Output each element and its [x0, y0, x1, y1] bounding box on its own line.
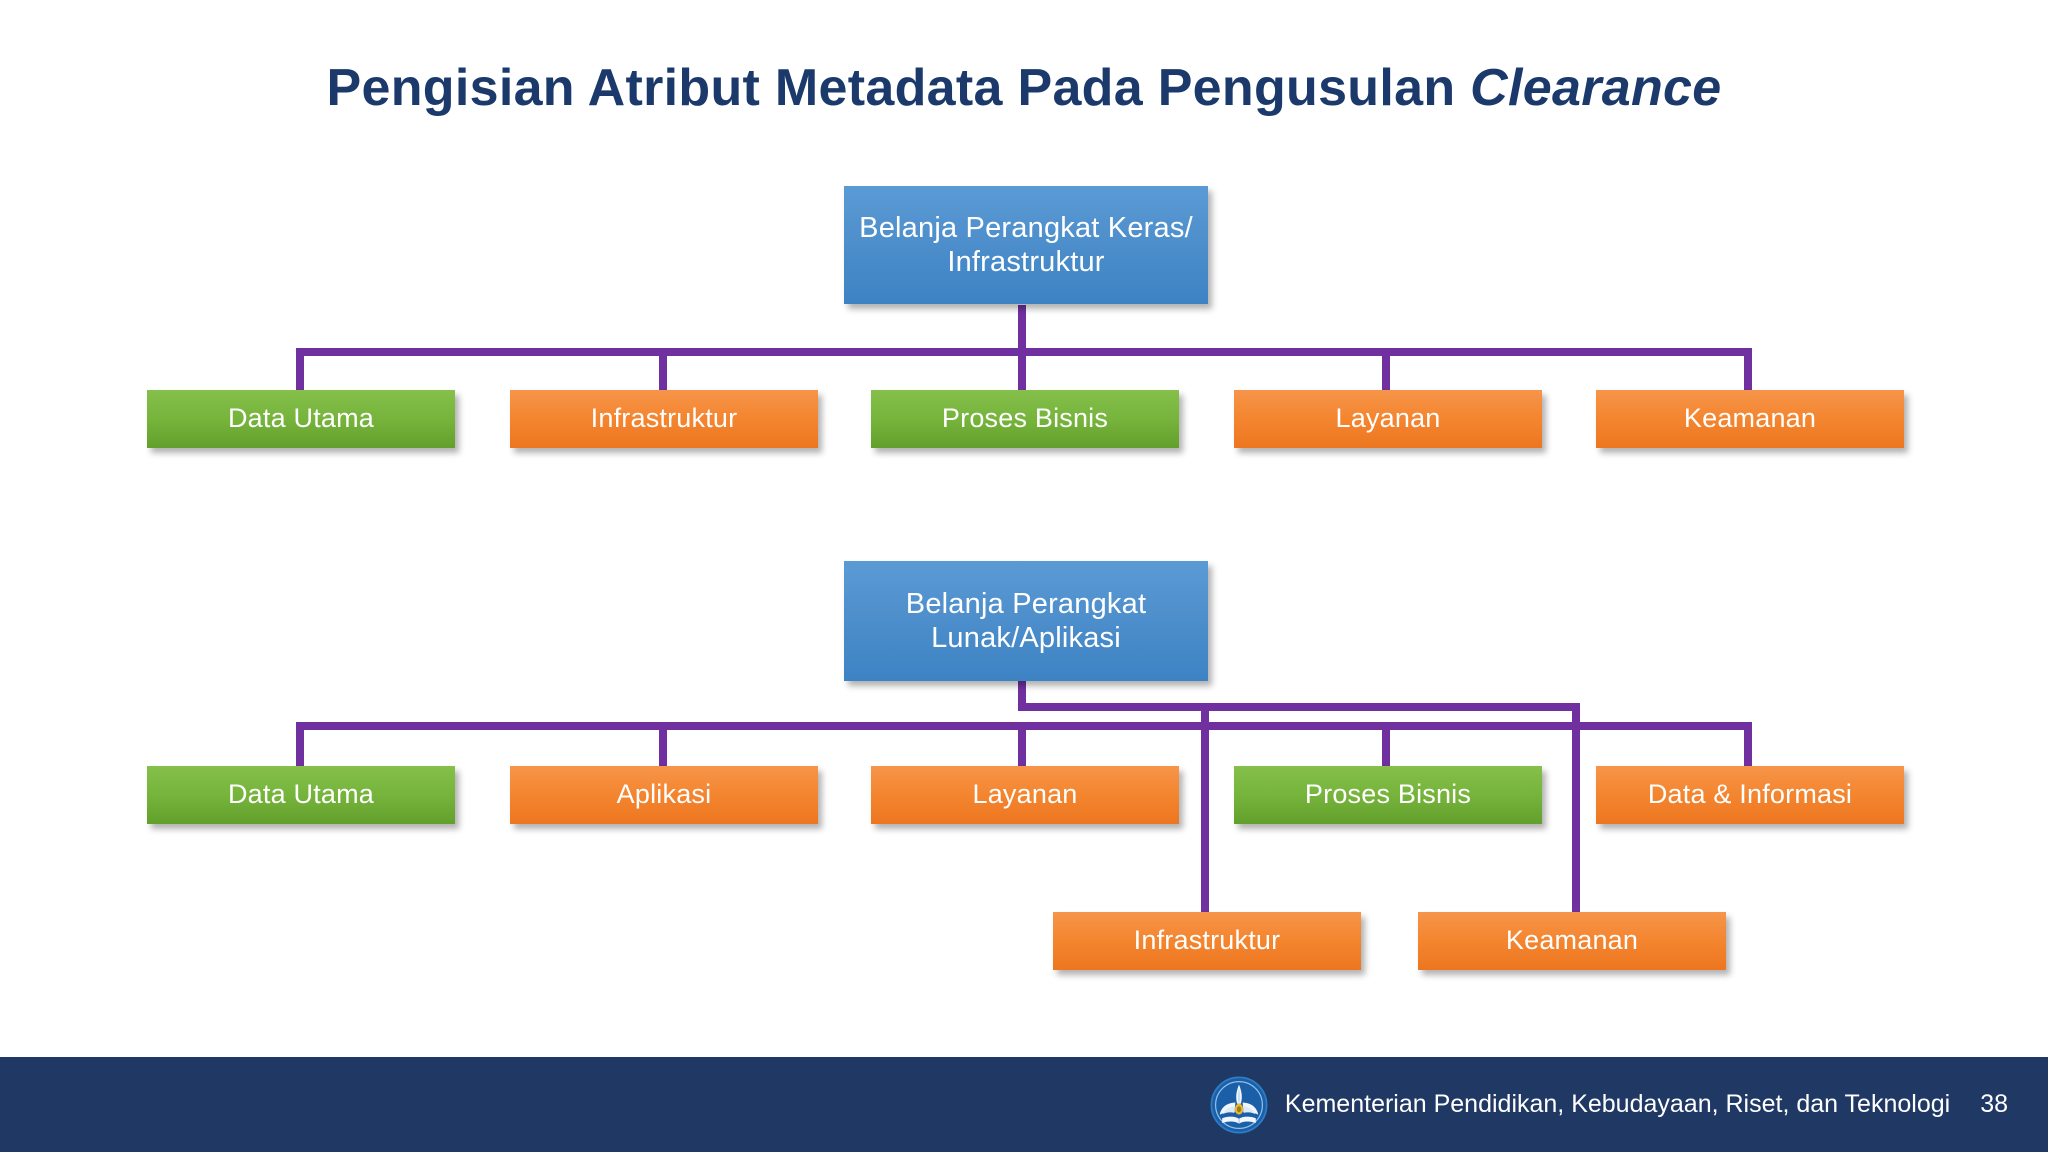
node-sw-data-informasi[interactable]: Data & Informasi [1596, 766, 1904, 824]
node-hw-keamanan[interactable]: Keamanan [1596, 390, 1904, 448]
title-main-text: Pengisian Atribut Metadata Pada Pengusul… [326, 59, 1471, 117]
page-number: 38 [1980, 1090, 2008, 1118]
node-sw-proses-bisnis[interactable]: Proses Bisnis [1234, 766, 1542, 824]
node-hw-data-utama[interactable]: Data Utama [147, 390, 455, 448]
node-sw-keamanan[interactable]: Keamanan [1418, 912, 1726, 970]
node-hardware-root[interactable]: Belanja Perangkat Keras/ Infrastruktur [844, 186, 1208, 304]
connector-sw-bus [296, 722, 1752, 730]
node-hw-layanan[interactable]: Layanan [1234, 390, 1542, 448]
connector-sw-root-stem [1018, 680, 1026, 710]
connector-sw-drop-1 [296, 722, 304, 766]
connector-hw-drop-1 [296, 348, 304, 390]
connector-hw-bus [296, 348, 1752, 356]
title-emphasis-text: Clearance [1470, 59, 1722, 117]
connector-sw-drop-5 [1744, 722, 1752, 766]
connector-hw-root-stem [1018, 305, 1026, 353]
node-hw-infrastruktur[interactable]: Infrastruktur [510, 390, 818, 448]
connector-sw-lower-drop-infrastruktur [1201, 703, 1209, 912]
page-title: Pengisian Atribut Metadata Pada Pengusul… [0, 58, 2048, 118]
node-hw-proses-bisnis[interactable]: Proses Bisnis [871, 390, 1179, 448]
connector-hw-drop-2 [659, 348, 667, 390]
node-software-root[interactable]: Belanja Perangkat Lunak/Aplikasi [844, 561, 1208, 681]
node-sw-infrastruktur[interactable]: Infrastruktur [1053, 912, 1361, 970]
footer-content: Kementerian Pendidikan, Kebudayaan, Rise… [1209, 1057, 2008, 1152]
node-sw-data-utama[interactable]: Data Utama [147, 766, 455, 824]
connector-sw-drop-2 [659, 722, 667, 766]
connector-hw-drop-5 [1744, 348, 1752, 390]
connector-sw-drop-3 [1018, 722, 1026, 766]
node-sw-aplikasi[interactable]: Aplikasi [510, 766, 818, 824]
tut-wuri-handayani-logo-icon [1210, 1076, 1268, 1133]
connector-sw-drop-4 [1382, 722, 1390, 766]
footer-bar: Kementerian Pendidikan, Kebudayaan, Rise… [0, 1057, 2048, 1152]
connector-sw-upper-bus [1018, 703, 1580, 711]
node-sw-layanan[interactable]: Layanan [871, 766, 1179, 824]
footer-organization-label: Kementerian Pendidikan, Kebudayaan, Rise… [1284, 1090, 1951, 1118]
connector-hw-drop-4 [1382, 348, 1390, 390]
connector-sw-lower-drop-keamanan [1572, 703, 1580, 912]
connector-hw-drop-3 [1018, 348, 1026, 390]
